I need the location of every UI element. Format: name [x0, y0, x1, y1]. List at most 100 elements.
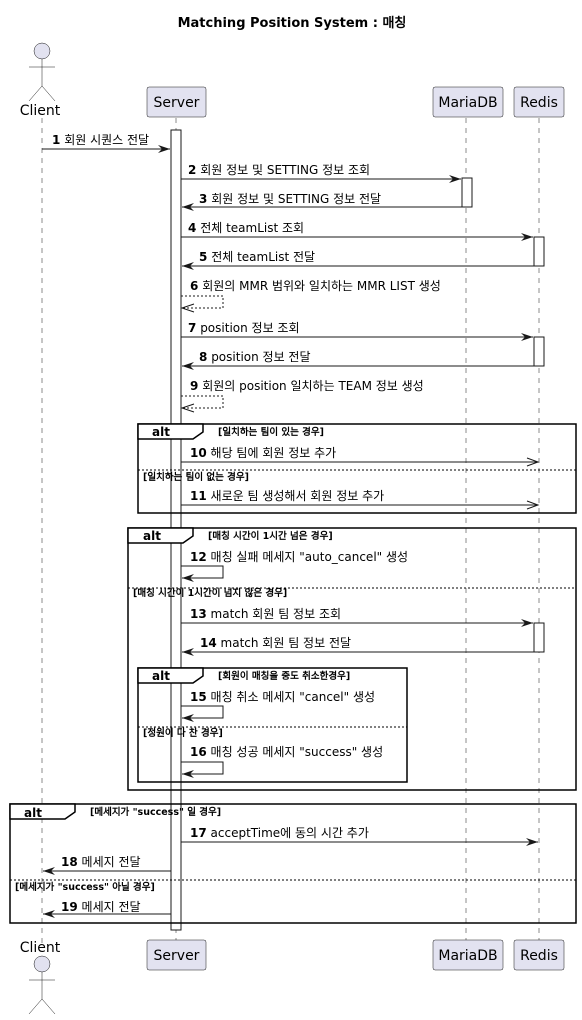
message-label: 매칭 실패 메세지 "auto_cancel" 생성	[211, 550, 409, 564]
message-label: 회원의 position 일치하는 TEAM 정보 생성	[202, 379, 424, 393]
svg-text:17 acceptTime에 동의 시간 추가: 17 acceptTime에 동의 시간 추가	[190, 826, 369, 840]
actor-client-bottom: Client	[20, 940, 61, 1015]
svg-text:3 회원 정보 및 SETTING 정보 전달: 3 회원 정보 및 SETTING 정보 전달	[199, 192, 381, 206]
participant-label: Server	[154, 948, 200, 964]
fragment-else-condition: [메세지가 "success" 아닐 경우]	[15, 881, 155, 893]
message-number: 9	[190, 379, 198, 393]
message-number: 13	[190, 607, 207, 621]
activation-mariadb	[461, 177, 473, 208]
participant-redis-top: Redis	[513, 86, 565, 118]
alt-fragment: alt [메세지가 "success" 일 경우] [메세지가 "success…	[9, 803, 577, 924]
activation-redis	[533, 336, 545, 367]
message-number: 6	[190, 279, 198, 293]
participant-label: Client	[20, 940, 61, 956]
fragment-else-condition: [일치하는 팀이 없는 경우]	[143, 471, 249, 483]
participant-redis-bottom: Redis	[513, 939, 565, 971]
fragment-else-condition: [매칭 시간이 1시간이 넘지 않은 경우]	[133, 587, 287, 599]
fragment-else-condition: [정원이 다 찬 경우]	[143, 727, 223, 739]
svg-text:1 회원 시퀀스 전달: 1 회원 시퀀스 전달	[52, 133, 149, 147]
message-6: 6 회원의 MMR 범위와 일치하는 MMR LIST 생성	[180, 279, 441, 313]
svg-text:10 해당 팀에 회원 정보 추가: 10 해당 팀에 회원 정보 추가	[190, 446, 336, 460]
svg-text:5 전체 teamList 전달: 5 전체 teamList 전달	[199, 250, 315, 264]
alt-fragment: alt [매칭 시간이 1시간 넘은 경우] [매칭 시간이 1시간이 넘지 않…	[127, 527, 577, 791]
message-number: 15	[190, 690, 207, 704]
message-15: 15 매칭 취소 메세지 "cancel" 생성	[181, 690, 375, 722]
alt-fragment: alt [회원이 매칭을 중도 취소한경우] [정원이 다 찬 경우]	[137, 667, 408, 783]
svg-text:4 전체 teamList 조회: 4 전체 teamList 조회	[188, 221, 304, 235]
actor-head-icon	[33, 955, 51, 973]
fragment-condition: [일치하는 팀이 있는 경우]	[218, 426, 324, 438]
activation-redis	[533, 236, 545, 267]
message-number: 16	[190, 745, 207, 759]
participant-label: Redis	[520, 948, 558, 964]
fragment-keyword: alt	[152, 425, 170, 439]
svg-text:6 회원의 MMR 범위와 일치하는 MMR LIST 생성: 6 회원의 MMR 범위와 일치하는 MMR LIST 생성	[190, 279, 441, 293]
message-9: 9 회원의 position 일치하는 TEAM 정보 생성	[180, 379, 424, 413]
svg-text:9 회원의 position 일치하는 TEAM 정보 생성: 9 회원의 position 일치하는 TEAM 정보 생성	[190, 379, 424, 393]
message-label: 매칭 성공 메세지 "success" 생성	[211, 745, 384, 759]
message-number: 12	[190, 550, 207, 564]
alt-fragment: alt [일치하는 팀이 있는 경우] [일치하는 팀이 없는 경우]	[137, 423, 577, 514]
svg-text:18 메세지 전달: 18 메세지 전달	[61, 855, 141, 869]
message-label: 회원 정보 및 SETTING 정보 전달	[211, 192, 381, 206]
activation-redis	[533, 622, 545, 653]
message-16: 16 매칭 성공 메세지 "success" 생성	[181, 745, 383, 778]
fragment-keyword: alt	[24, 806, 42, 820]
message-19: 19 메세지 전달	[43, 900, 171, 918]
svg-text:8 position 정보 전달: 8 position 정보 전달	[199, 350, 311, 364]
svg-text:15 매칭 취소 메세지 "cancel" 생성: 15 매칭 취소 메세지 "cancel" 생성	[190, 690, 375, 704]
message-label: 해당 팀에 회원 정보 추가	[211, 446, 337, 460]
message-label: match 회원 팀 정보 전달	[221, 636, 352, 650]
svg-text:12 매칭 실패 메세지 "auto_cancel" 생성: 12 매칭 실패 메세지 "auto_cancel" 생성	[190, 550, 408, 564]
message-number: 18	[61, 855, 78, 869]
fragment-condition: [회원이 매칭을 중도 취소한경우]	[218, 670, 350, 682]
message-label: match 회원 팀 정보 조회	[211, 607, 342, 621]
participant-server-bottom: Server	[146, 939, 207, 971]
fragment-keyword: alt	[143, 529, 161, 543]
message-label: 회원의 MMR 범위와 일치하는 MMR LIST 생성	[202, 279, 441, 293]
message-number: 4	[188, 221, 196, 235]
message-label: position 정보 조회	[200, 321, 299, 335]
svg-text:13 match 회원 팀 정보 조회: 13 match 회원 팀 정보 조회	[190, 607, 341, 621]
message-3: 3 회원 정보 및 SETTING 정보 전달	[182, 192, 462, 211]
message-4: 4 전체 teamList 조회	[181, 221, 533, 241]
participant-label: Server	[154, 95, 200, 111]
participant-mariadb-bottom: MariaDB	[432, 939, 504, 971]
message-18: 18 메세지 전달	[43, 855, 171, 875]
message-number: 11	[190, 489, 207, 503]
message-number: 3	[199, 192, 207, 206]
message-14: 14 match 회원 팀 정보 전달	[182, 636, 534, 656]
fragment-condition: [매칭 시간이 1시간 넘은 경우]	[208, 530, 333, 542]
participant-label: Redis	[520, 95, 558, 111]
actor-client-top: Client	[20, 42, 61, 119]
message-number: 17	[190, 826, 207, 840]
message-number: 1	[52, 133, 60, 147]
participant-label: MariaDB	[438, 95, 497, 111]
message-8: 8 position 정보 전달	[182, 350, 534, 370]
fragment-condition: [메세지가 "success" 일 경우]	[90, 806, 221, 818]
message-1: 1 회원 시퀀스 전달	[42, 133, 170, 153]
message-label: 메세지 전달	[82, 855, 141, 869]
message-number: 10	[190, 446, 207, 460]
svg-text:14 match 회원 팀 정보 전달: 14 match 회원 팀 정보 전달	[200, 636, 351, 650]
actor-head-icon	[33, 42, 51, 60]
participant-label: Client	[20, 103, 61, 119]
message-7: 7 position 정보 조회	[181, 321, 533, 341]
fragment-keyword: alt	[152, 669, 170, 683]
svg-text:16 매칭 성공 메세지 "success" 생성: 16 매칭 성공 메세지 "success" 생성	[190, 745, 383, 759]
participant-label: MariaDB	[438, 948, 497, 964]
message-number: 8	[199, 350, 207, 364]
participant-mariadb-top: MariaDB	[432, 86, 504, 118]
message-label: 전체 teamList 조회	[200, 221, 304, 235]
message-2: 2 회원 정보 및 SETTING 정보 조회	[181, 163, 461, 183]
message-number: 2	[188, 163, 196, 177]
message-label: 매칭 취소 메세지 "cancel" 생성	[211, 690, 376, 704]
message-number: 5	[199, 250, 207, 264]
message-label: 메세지 전달	[82, 900, 141, 914]
message-number: 7	[188, 321, 196, 335]
svg-text:7 position 정보 조회: 7 position 정보 조회	[188, 321, 300, 335]
svg-text:19 메세지 전달: 19 메세지 전달	[61, 900, 141, 914]
message-number: 14	[200, 636, 217, 650]
message-label: 전체 teamList 전달	[211, 250, 315, 264]
